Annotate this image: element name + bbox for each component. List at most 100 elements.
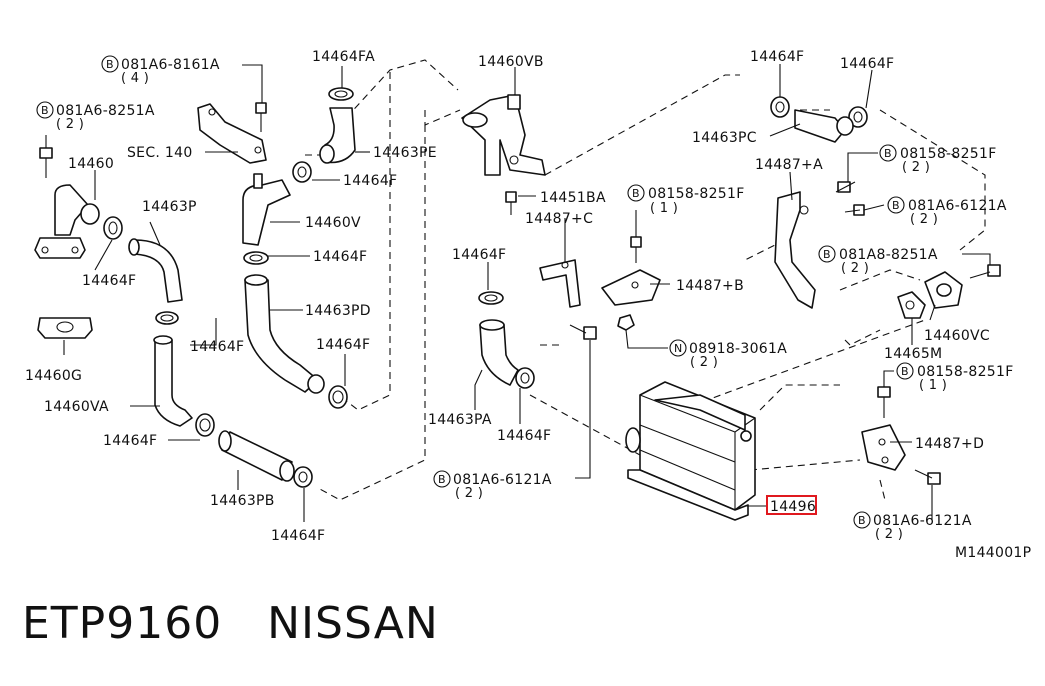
label-14464F-k: 14464F (840, 56, 894, 72)
badge-bolt-081A6-8251A: B (36, 101, 54, 119)
label-08918-3061A-qty: ( 2 ) (690, 355, 718, 370)
pipe-14460VB (461, 94, 546, 176)
label-14460VB: 14460VB (478, 54, 544, 70)
svg-text:B: B (884, 147, 892, 160)
label-081A8-8251A-qty: ( 2 ) (841, 261, 869, 276)
label-08158-8251F-lower-qty: ( 1 ) (919, 378, 947, 393)
clamp-14464F-k (848, 106, 868, 128)
label-081A6-8251A-qty: ( 2 ) (56, 117, 84, 132)
bolt-08158-8251F-right (835, 181, 856, 193)
clamp-14464F-b (155, 311, 179, 325)
label-14465M: 14465M (884, 346, 942, 362)
part-labels: 081A6-8161A ( 4 ) 081A6-8251A ( 2 ) SEC.… (25, 49, 1031, 561)
hose-14463PD (244, 274, 325, 394)
intercooler-14496 (625, 381, 756, 521)
clamp-14464F-f (328, 385, 348, 409)
label-14487C: 14487+C (525, 211, 593, 227)
svg-text:N: N (674, 342, 682, 355)
label-14464F-e: 14464F (313, 249, 367, 265)
gasket-14465M (897, 291, 926, 319)
part-bolt-left-top (39, 147, 53, 178)
label-08158-8251F-right: 08158-8251F (900, 146, 997, 162)
label-14464F-a: 14464F (82, 273, 136, 289)
badge-bolt-081A6-6121A-right: B (887, 196, 905, 214)
label-081A8-8251A: 081A8-8251A (839, 247, 938, 263)
label-14460VC: 14460VC (924, 328, 990, 344)
label-081A6-6121A-center: 081A6-6121A (453, 472, 552, 488)
label-08158-8251F-lower: 08158-8251F (917, 364, 1014, 380)
label-14463PA: 14463PA (428, 412, 492, 428)
label-14464F-i: 14464F (497, 428, 551, 444)
svg-text:B: B (858, 514, 866, 527)
hose-14463PE (319, 107, 356, 164)
pipe-14460V (242, 173, 291, 246)
part-14460-flange-pipe (34, 184, 100, 259)
label-14460VA: 14460VA (44, 399, 109, 415)
label-14463PD: 14463PD (305, 303, 371, 319)
label-14464F-g: 14464F (271, 528, 325, 544)
label-14463PB: 14463PB (210, 493, 275, 509)
label-sec140: SEC. 140 (127, 145, 193, 161)
svg-text:B: B (823, 248, 831, 261)
label-08158-8251F-center-qty: ( 1 ) (650, 201, 678, 216)
bolt-081A8-8251A (969, 264, 1001, 279)
label-14463PC: 14463PC (692, 130, 757, 146)
highlight-box-14496 (766, 495, 817, 515)
label-08158-8251F-center: 08158-8251F (648, 186, 745, 202)
label-14451BA: 14451BA (540, 190, 606, 206)
badge-bolt-08158-8251F-lower: B (896, 362, 914, 380)
svg-text:B: B (438, 473, 446, 486)
clamp-14464F-d (292, 161, 312, 183)
bolt-081A6-6121A-center (569, 324, 597, 340)
badge-bolt-081A6-8161A: B (101, 55, 119, 73)
bracket-14487C (539, 259, 581, 308)
footer-title: ETP9160 NISSAN (22, 598, 439, 649)
svg-text:B: B (106, 58, 114, 71)
label-081A6-8251A: 081A6-8251A (56, 103, 155, 119)
label-14464FA: 14464FA (312, 49, 375, 65)
label-14464F-d: 14464F (343, 173, 397, 189)
nut-08918-3061A (617, 314, 635, 331)
badge-bolt-081A6-6121A-lower: B (853, 511, 871, 529)
label-08158-8251F-right-qty: ( 2 ) (902, 160, 930, 175)
label-081A6-6121A-right-qty: ( 2 ) (910, 212, 938, 227)
label-081A6-6121A-right: 081A6-6121A (908, 198, 1007, 214)
clamp-14464F-i (515, 367, 535, 389)
clamp-14464F-a (103, 216, 123, 240)
clamp-14464FA (328, 87, 354, 101)
badge-nut-08918-3061A: N (669, 339, 687, 357)
bracket-14487A (774, 191, 816, 309)
label-14487B: 14487+B (676, 278, 744, 294)
svg-text:B: B (632, 187, 640, 200)
bolt-08158-8251F-center (630, 236, 642, 263)
svg-text:B: B (901, 365, 909, 378)
pipe-14460VA (153, 335, 193, 427)
label-14464F-j: 14464F (750, 49, 804, 65)
hose-14463PA (479, 319, 519, 386)
bolt-081A6-6121A-lower (914, 469, 941, 485)
label-14487A: 14487+A (755, 157, 823, 173)
diagram-code: M144001P (955, 545, 1031, 561)
badge-bolt-081A6-6121A-center: B (433, 470, 451, 488)
clamp-14464F-c (195, 413, 215, 437)
clamp-14464F-j (770, 96, 790, 118)
label-081A6-6121A-center-qty: ( 2 ) (455, 486, 483, 501)
badge-bolt-081A8-8251A: B (818, 245, 836, 263)
bolt-14451BA (505, 191, 517, 215)
label-08918-3061A: 08918-3061A (689, 341, 787, 357)
dashed-routing-lines (305, 59, 986, 501)
label-14463P: 14463P (142, 199, 197, 215)
label-14464F-f: 14464F (316, 337, 370, 353)
hose-14463PC (794, 109, 854, 143)
label-14460G: 14460G (25, 368, 82, 384)
label-14463PE: 14463PE (373, 145, 437, 161)
leader-lines (45, 64, 991, 522)
gasket-14460G (37, 317, 93, 339)
clamp-14464F-h (478, 291, 504, 305)
clamp-14464F-e (243, 251, 269, 265)
bolt-08158-8251F-lower (877, 386, 891, 418)
label-14487D: 14487+D (915, 436, 984, 452)
svg-text:B: B (892, 199, 900, 212)
label-081A6-6121A-lower: 081A6-6121A (873, 513, 972, 529)
bracket-14487B (601, 269, 661, 306)
